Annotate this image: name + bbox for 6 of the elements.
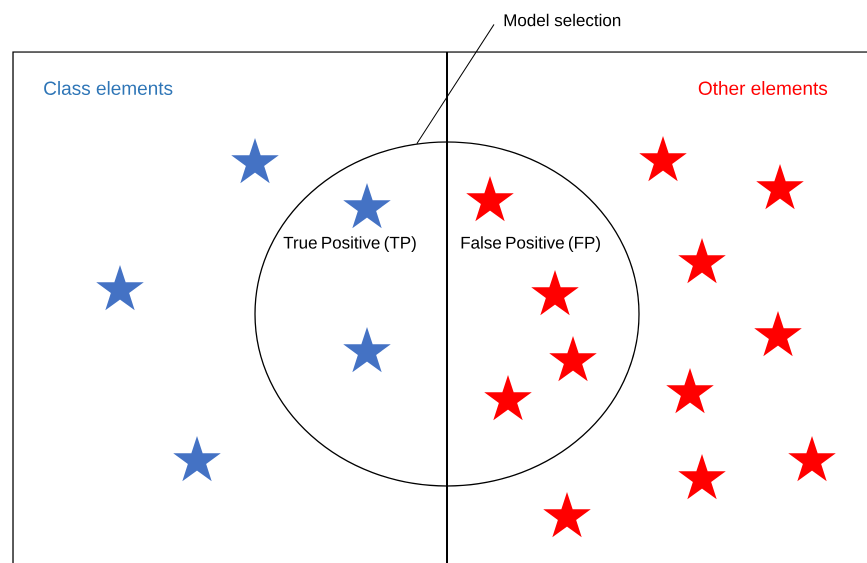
region-label: True Positive (TP) bbox=[284, 236, 416, 252]
group-label: Other elements bbox=[698, 81, 828, 95]
region-label: False Positive (FP) bbox=[462, 236, 600, 252]
leader-line bbox=[416, 24, 494, 144]
caption-text: Model selection bbox=[504, 14, 620, 26]
group-label: Class elements bbox=[44, 81, 172, 95]
